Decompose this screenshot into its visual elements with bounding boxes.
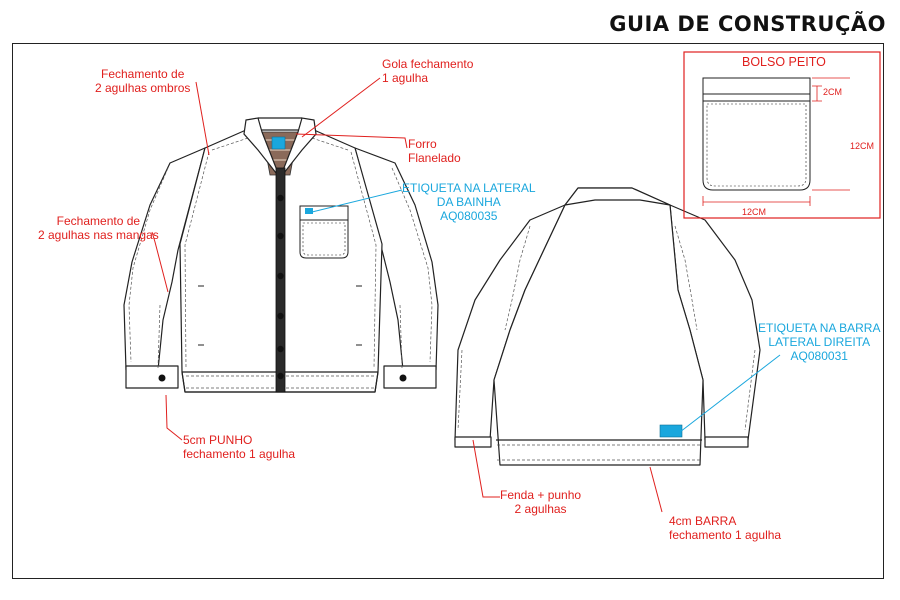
bar-label-tag [659,424,683,438]
back-collar [564,187,671,206]
pocket-detail-drawing [702,77,811,191]
front-placket [275,167,286,393]
pocket-dimension-lines [702,77,850,206]
drawing-frame [12,43,884,579]
front-buttons [158,194,407,382]
pocket-detail-title: BOLSO PEITO [742,55,826,69]
hem-label-tag [305,208,313,214]
annotation-leaders-blue [311,189,781,433]
back-right-cuff [704,436,749,448]
front-waistband [181,371,379,393]
front-chest-pocket [299,205,349,259]
back-jacket [454,187,761,466]
pocket-dim-flap: 2CM [823,87,843,97]
front-left-cuff [125,365,179,389]
collar-label-tag [271,136,286,150]
front-right-cuff [383,365,437,389]
page-title: GUIA DE CONSTRUÇÃO [609,12,886,36]
pocket-detail-box [683,51,881,219]
annotation-leaders-red [151,77,663,513]
pocket-dim-height: 12CM [850,141,875,151]
pocket-dim-width: 12CM [742,207,767,217]
